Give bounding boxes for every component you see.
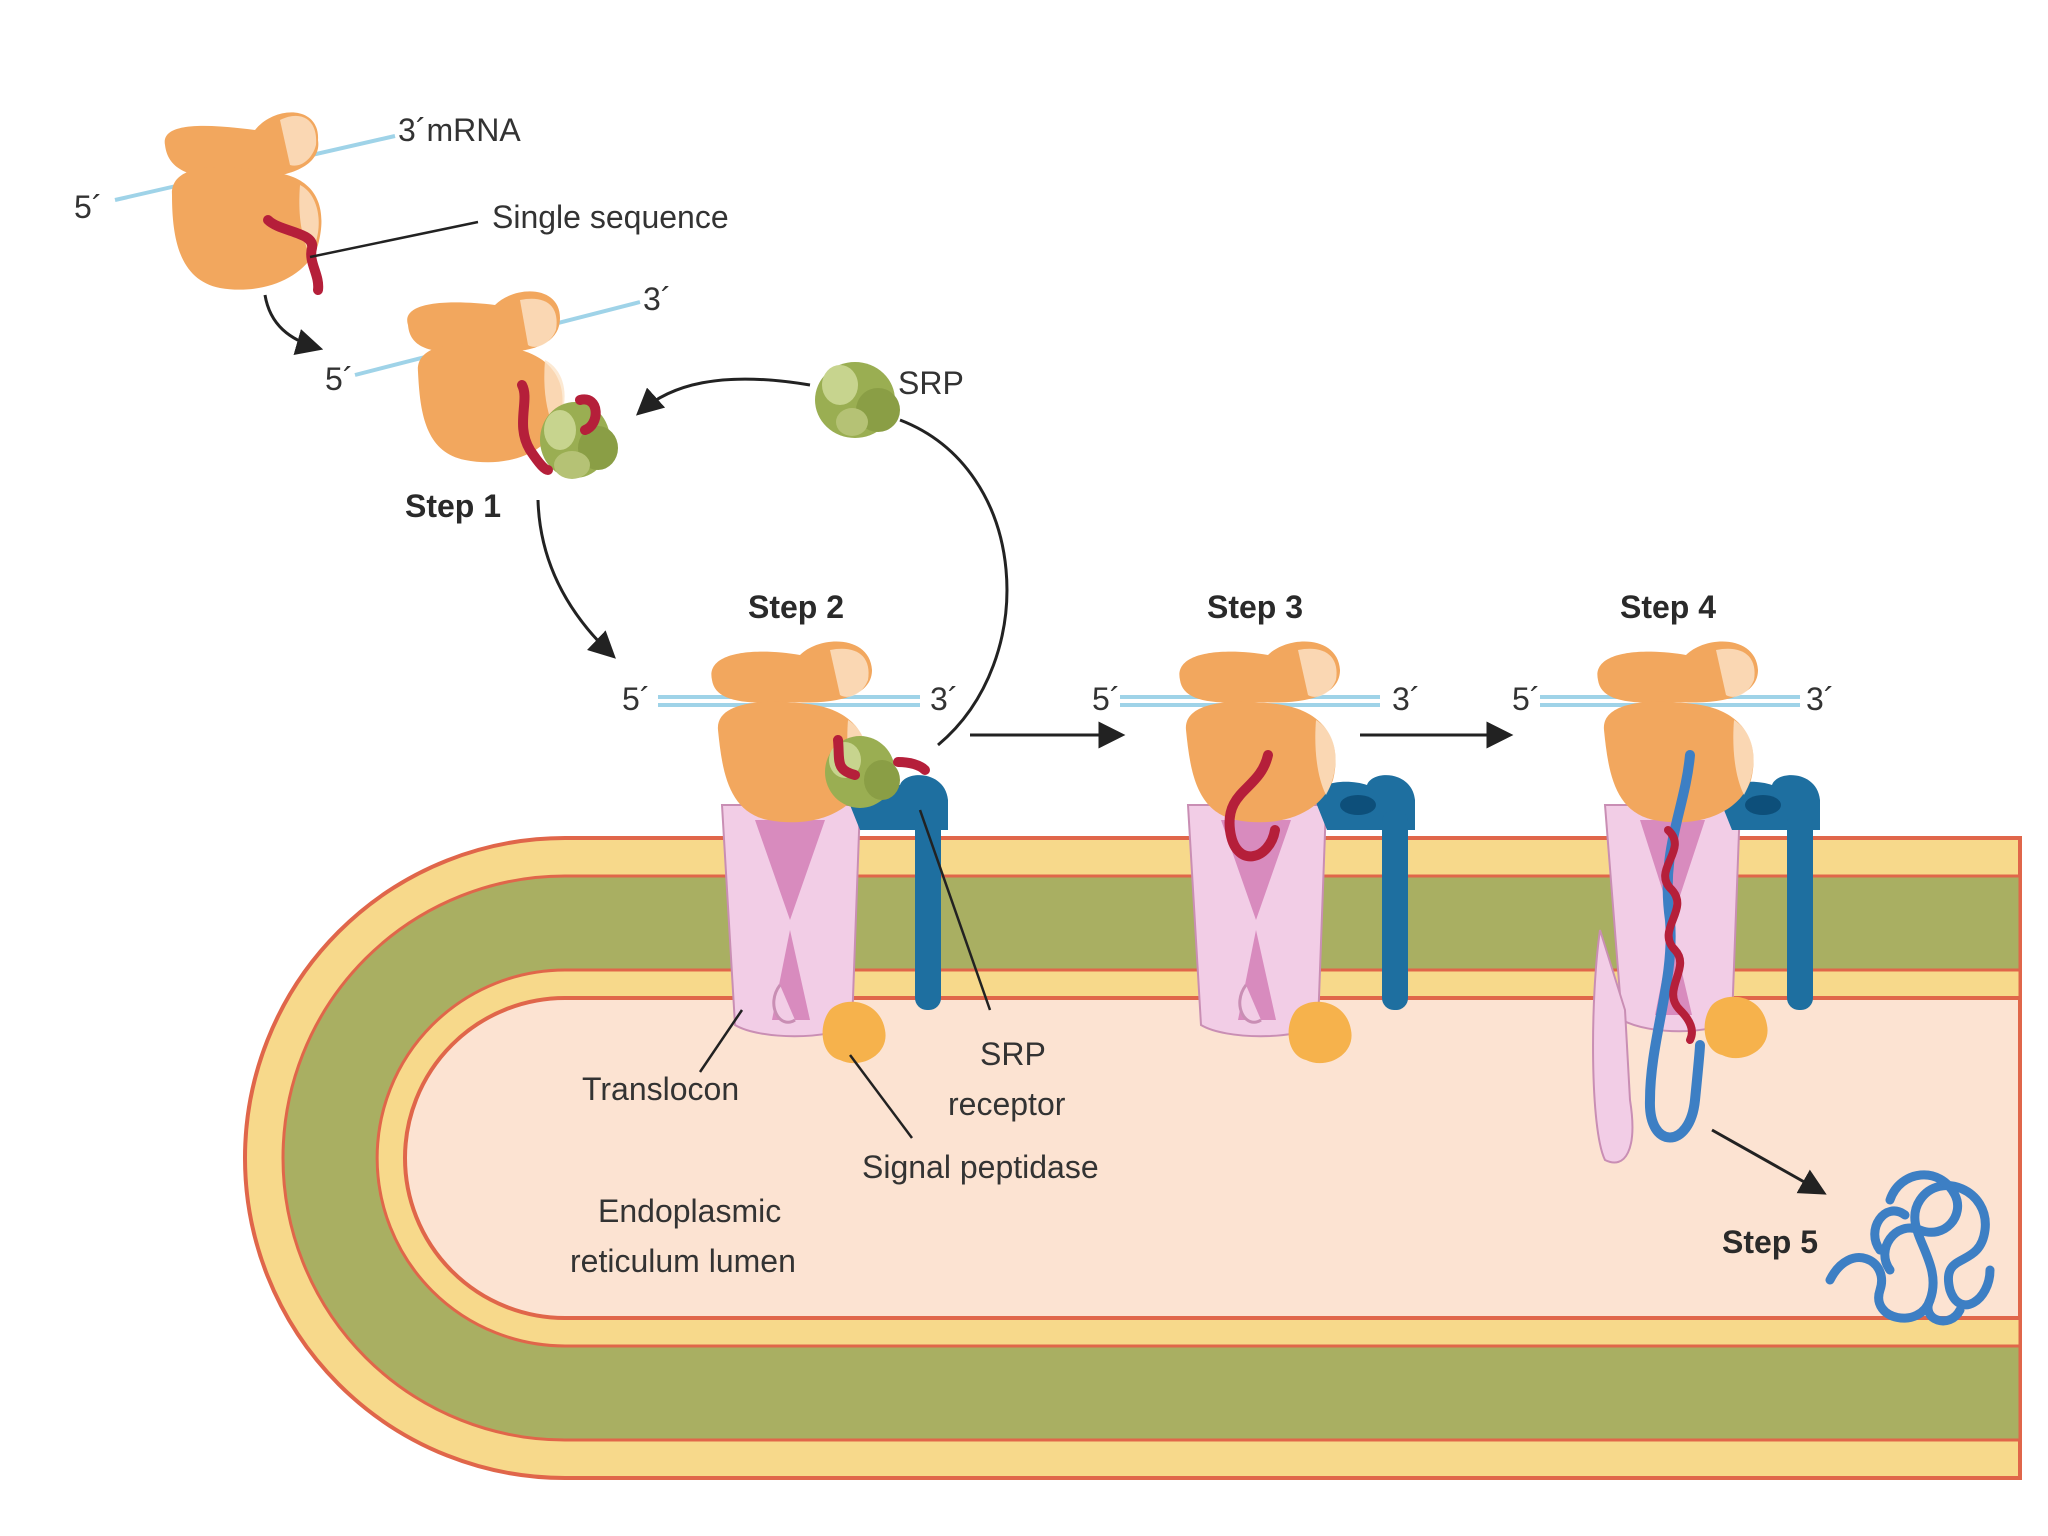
- label-3prime-step3: 3´: [1392, 681, 1420, 717]
- srp-free: [815, 362, 900, 438]
- signal-peptidase-step3: [1288, 1001, 1352, 1064]
- signal-peptidase-step4: [1704, 996, 1768, 1059]
- nascent-protein-step4: [1644, 750, 1705, 1143]
- label-5prime-step3: 5´: [1092, 681, 1120, 717]
- label-mrna-3prime: 3´mRNA: [398, 112, 521, 148]
- label-lumen-line1: Endoplasmic: [598, 1193, 781, 1229]
- folded-protein: [1825, 1170, 1995, 1326]
- label-step1: Step 1: [405, 488, 501, 524]
- arrow-srp-recycle: [899, 418, 1009, 747]
- label-srp-receptor-line1: SRP: [980, 1036, 1046, 1072]
- signal-peptidase-step2: [822, 1001, 886, 1064]
- label-srp-receptor-line2: receptor: [948, 1086, 1066, 1122]
- arrow-step1-to-step2: [536, 499, 616, 659]
- label-lumen-line2: reticulum lumen: [570, 1243, 796, 1279]
- label-step2: Step 2: [748, 589, 844, 625]
- label-step4: Step 4: [1620, 589, 1716, 625]
- leader-translocon: [698, 1009, 744, 1073]
- label-5prime-top: 5´: [74, 189, 102, 225]
- label-5prime-step2: 5´: [622, 681, 650, 717]
- label-signal-sequence: Single sequence: [492, 199, 729, 235]
- translocon-step4-extension: [1592, 929, 1634, 1164]
- leader-signal-sequence: [309, 220, 479, 259]
- label-3prime-step1: 3´: [643, 281, 671, 317]
- mrna-strands: [114, 134, 1800, 707]
- labels: 3´mRNA 5´ Single sequence 3´ 5´ SRP Step…: [74, 112, 1834, 1279]
- leader-signal-peptidase: [848, 1054, 914, 1139]
- signal-peptide-free: [263, 215, 324, 295]
- translocon-step2: [720, 804, 862, 1038]
- label-5prime-step1: 5´: [325, 361, 353, 397]
- label-3prime-step2: 3´: [930, 681, 958, 717]
- label-3prime-step4: 3´: [1806, 681, 1834, 717]
- arrow-free-to-step1: [263, 294, 324, 356]
- srp-receptor-step3: [1314, 775, 1415, 1010]
- ribosome-free: [164, 112, 324, 295]
- ribosome-step3: [1179, 641, 1340, 823]
- label-step3: Step 3: [1207, 589, 1303, 625]
- label-signal-peptidase: Signal peptidase: [862, 1149, 1099, 1185]
- signal-peptide-step3: [1224, 750, 1280, 862]
- leader-lines: [309, 220, 992, 1139]
- er-membrane: [243, 836, 2022, 1480]
- label-step5: Step 5: [1722, 1224, 1818, 1260]
- signal-peptide-step1: [517, 380, 601, 475]
- ribosome-step4: [1597, 641, 1758, 823]
- arrow-step4-to-step5: [1711, 1128, 1827, 1195]
- label-translocon: Translocon: [582, 1071, 739, 1107]
- signal-peptide-step2: [833, 735, 930, 780]
- flow-arrows: [263, 294, 1827, 1195]
- translocon-step3: [1186, 804, 1328, 1038]
- label-srp-free: SRP: [898, 365, 964, 401]
- arrow-srp-to-step1: [635, 377, 811, 416]
- leader-srp-receptor: [918, 809, 992, 1011]
- label-5prime-step4: 5´: [1512, 681, 1540, 717]
